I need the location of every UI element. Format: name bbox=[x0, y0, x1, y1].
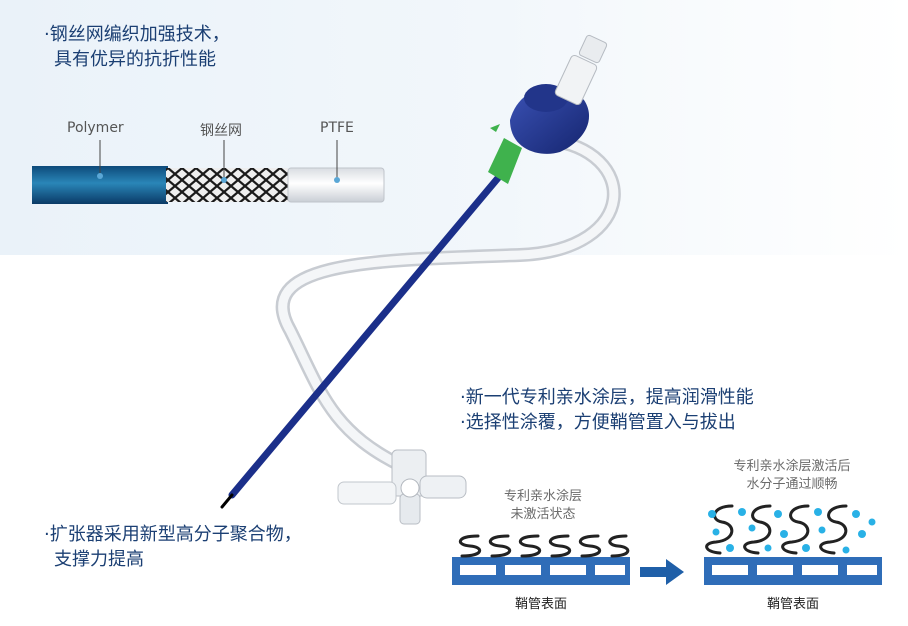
braid-feature-text: ·钢丝网编织加强技术， 具有优异的抗折性能 bbox=[44, 22, 230, 72]
transition-arrow bbox=[640, 559, 684, 585]
braid-feature-line2: 具有优异的抗折性能 bbox=[54, 49, 216, 70]
coating-before-caption-line1: 专利亲水涂层 bbox=[503, 489, 582, 504]
tube-cross-section bbox=[32, 140, 385, 204]
dilator-feature-line2: 支撑力提高 bbox=[54, 549, 144, 570]
coating-feature-text: ·新一代专利亲水涂层，提高润滑性能 ·选择性涂覆，方便鞘管置入与拔出 bbox=[460, 385, 754, 435]
coating-before-diagram bbox=[452, 534, 630, 585]
top-background-panel bbox=[0, 0, 908, 255]
coating-after-caption-line1: 专利亲水涂层激活后 bbox=[733, 459, 851, 474]
dilator-feature-line1: ·扩张器采用新型高分子聚合物， bbox=[44, 524, 302, 545]
ptfe-label: PTFE bbox=[320, 120, 354, 136]
steel-mesh-label: 钢丝网 bbox=[200, 123, 242, 139]
coating-feature-line1: ·新一代专利亲水涂层，提高润滑性能 bbox=[460, 387, 754, 408]
coating-after-caption-line2: 水分子通过顺畅 bbox=[746, 477, 838, 492]
dilator-feature-text: ·扩张器采用新型高分子聚合物， 支撑力提高 bbox=[44, 522, 302, 572]
coating-after-surface-label: 鞘管表面 bbox=[766, 597, 819, 612]
coating-before-caption-line2: 未激活状态 bbox=[510, 507, 576, 522]
sheath-hub bbox=[488, 34, 608, 184]
ptfe-layer bbox=[287, 167, 385, 203]
coating-after-diagram bbox=[704, 504, 882, 585]
coating-before-surface-label: 鞘管表面 bbox=[514, 597, 567, 612]
steel-mesh-layer bbox=[166, 168, 288, 202]
coating-before-caption: 专利亲水涂层 未激活状态 bbox=[483, 488, 603, 524]
coating-after-caption: 专利亲水涂层激活后 水分子通过顺畅 bbox=[712, 458, 872, 494]
polymer-label: Polymer bbox=[67, 120, 124, 136]
coating-feature-line2: ·选择性涂覆，方便鞘管置入与拔出 bbox=[460, 412, 736, 433]
dilator-shaft bbox=[220, 174, 502, 509]
three-way-stopcock bbox=[337, 449, 467, 525]
braid-feature-line1: ·钢丝网编织加强技术， bbox=[44, 24, 230, 45]
